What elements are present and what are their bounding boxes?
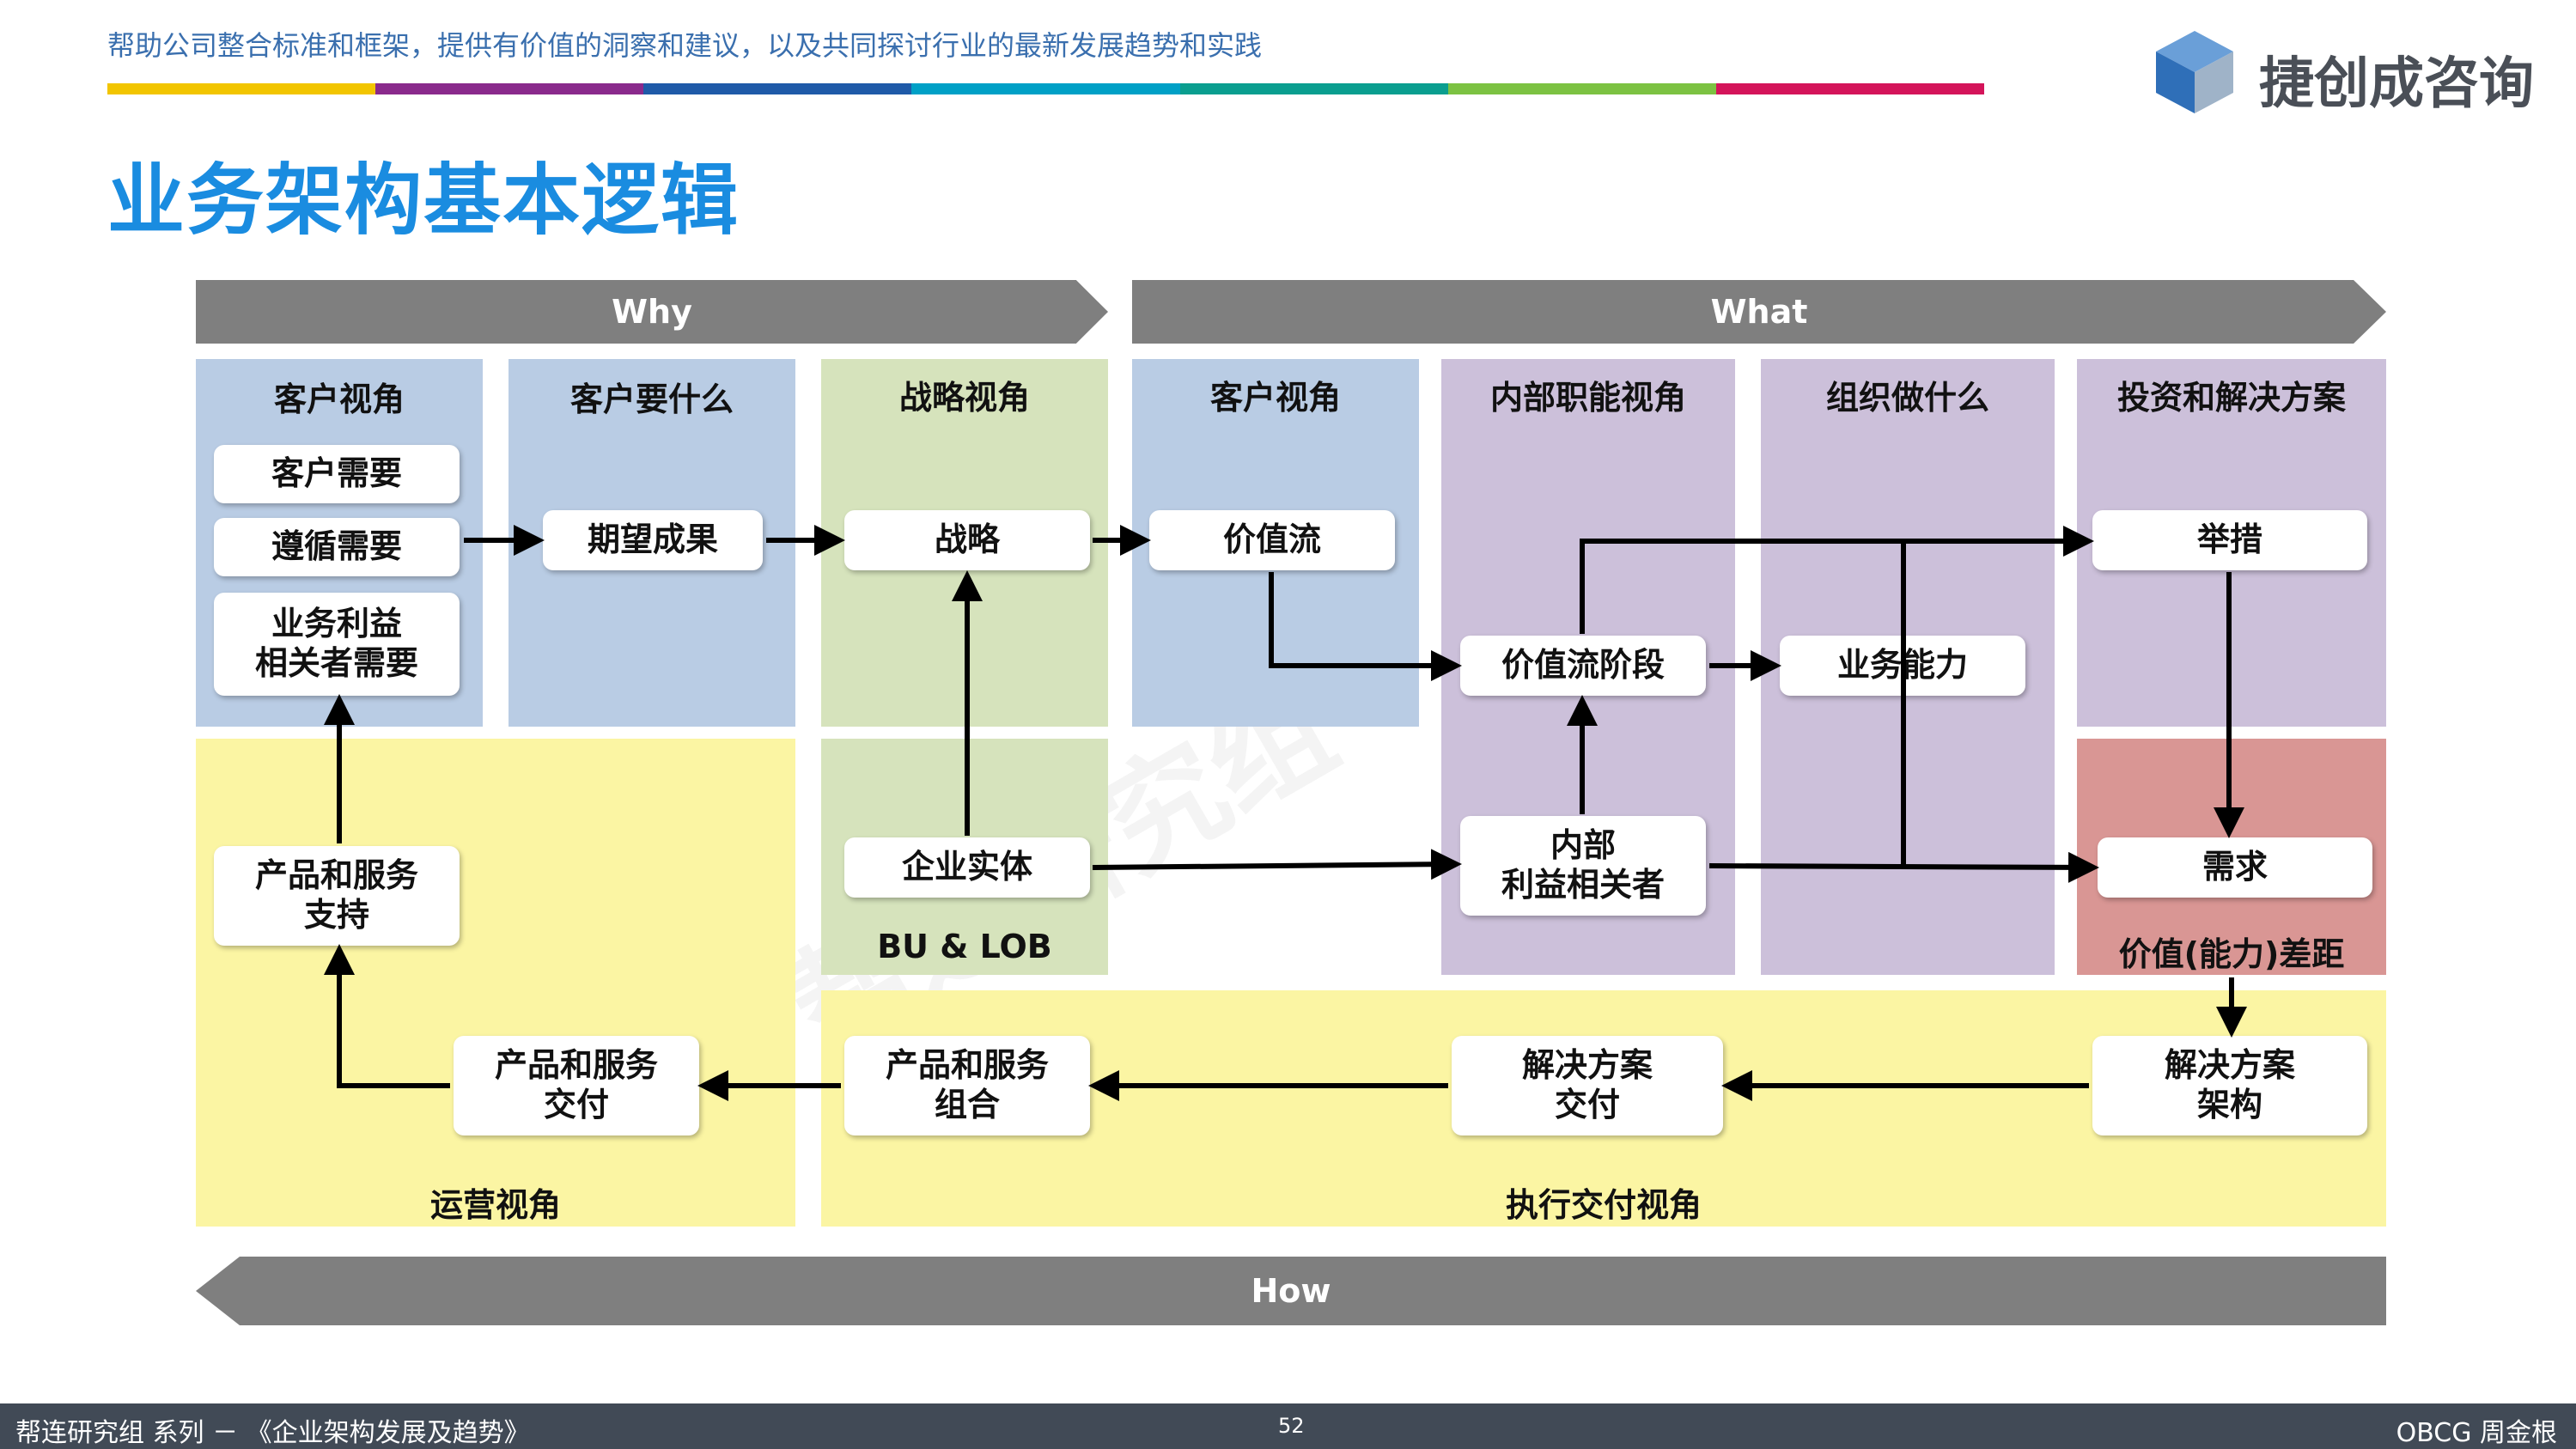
color-bar-segment	[375, 83, 644, 94]
label-customer-view-2: 客户视角	[1209, 379, 1341, 417]
box-product-service-support: 产品和服务 支持	[214, 846, 460, 946]
cube-logo-icon	[2156, 31, 2233, 113]
box-product-service-portfolio: 产品和服务 组合	[844, 1036, 1090, 1135]
color-bar-segment	[107, 83, 376, 94]
box-solution-architecture: 解决方案 架构	[2092, 1036, 2367, 1135]
box-solution-delivery: 解决方案 交付	[1452, 1036, 1723, 1135]
company-logo: 捷创成咨询	[2147, 24, 2551, 119]
label-operations-view: 运营视角	[429, 1186, 561, 1224]
footer-series: 帮连研究组 系列 － 《企业架构发展及趋势》	[15, 1418, 530, 1448]
color-bar-segment	[1447, 83, 1716, 94]
box-value-stream: 价值流	[1149, 510, 1395, 570]
header-color-bar	[107, 83, 1984, 94]
label-execution-view: 执行交付视角	[1505, 1186, 1702, 1224]
label-value-gap: 价值(能力)差距	[2118, 935, 2345, 973]
page-number: 52	[1278, 1414, 1305, 1438]
box-product-service-delivery: 产品和服务 交付	[454, 1036, 699, 1135]
logo-text: 捷创成咨询	[2259, 52, 2534, 116]
why-banner: Why	[196, 280, 1108, 344]
box-requirements: 需求	[2098, 837, 2372, 898]
color-bar-segment	[643, 83, 912, 94]
color-bar-segment	[1715, 83, 1984, 94]
label-internal-function-view: 内部职能视角	[1489, 379, 1686, 417]
arrow-value-stream-to-stage	[1269, 572, 1462, 681]
box-compliance-needs: 遵循需要	[214, 518, 460, 576]
label-investment-solution: 投资和解决方案	[2116, 379, 2346, 417]
box-initiatives: 举措	[2092, 510, 2367, 570]
footer: 帮连研究组 系列 － 《企业架构发展及趋势》 52 OBCG 周金根	[0, 1403, 2576, 1449]
arrow-internal-to-requirements	[1708, 851, 2099, 883]
arrow-stage-to-initiatives	[1580, 526, 2094, 634]
box-stakeholder-needs: 业务利益 相关者需要	[214, 593, 460, 696]
label-customer-wants: 客户要什么	[569, 381, 734, 418]
box-strategy: 战略	[844, 510, 1090, 570]
box-enterprise-entity: 企业实体	[844, 837, 1090, 898]
box-value-stream-stage: 价值流阶段	[1460, 636, 1706, 696]
label-customer-view-1: 客户视角	[273, 381, 405, 418]
box-internal-stakeholders: 内部 利益相关者	[1460, 816, 1706, 916]
box-customer-needs: 客户需要	[214, 445, 460, 503]
label-bu-lob: BU & LOB	[877, 928, 1052, 965]
page-title: 业务架构基本逻辑	[107, 155, 740, 246]
what-banner: What	[1132, 280, 2386, 344]
box-expected-outcomes: 期望成果	[543, 510, 763, 570]
how-banner: How	[196, 1257, 2386, 1325]
footer-author: OBCG 周金根	[2396, 1418, 2557, 1448]
arrow-entity-to-internal	[1092, 849, 1462, 880]
arrow-ps-delivery-to-support	[324, 944, 450, 1088]
color-bar-segment	[1179, 83, 1448, 94]
label-org-does: 组织做什么	[1825, 379, 1989, 417]
header-tagline: 帮助公司整合标准和框架，提供有价值的洞察和建议，以及共同探讨行业的最新发展趋势和…	[107, 29, 1263, 62]
label-strategy-view: 战略视角	[898, 379, 1030, 417]
panel-operations-view	[196, 739, 795, 1227]
color-bar-segment	[911, 83, 1180, 94]
